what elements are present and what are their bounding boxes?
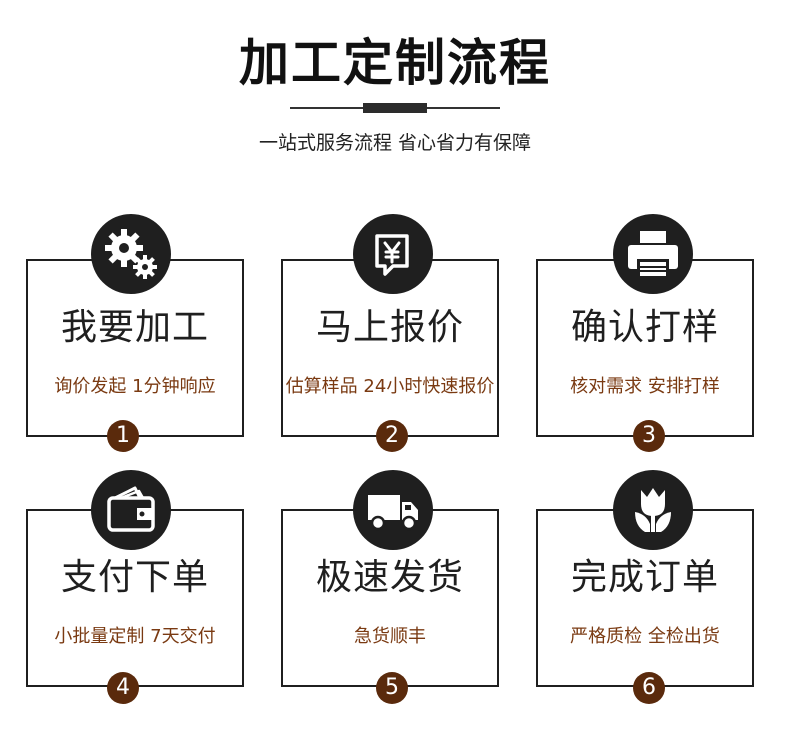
step-card-1: 我要加工 询价发起 1分钟响应	[26, 259, 244, 437]
step-number-badge-5: 5	[376, 672, 408, 704]
step-card-6: 完成订单 严格质检 全检出货	[536, 509, 754, 687]
step-title: 支付下单	[60, 557, 209, 598]
step-title: 我要加工	[60, 307, 209, 348]
wallet-icon	[91, 470, 171, 550]
printer-icon	[613, 214, 693, 294]
step-description: 估算样品 24小时快速报价	[285, 376, 495, 397]
step-description: 严格质检 全检出货	[570, 626, 720, 647]
step-description: 急货顺丰	[354, 626, 426, 647]
step-number-badge-2: 2	[376, 420, 408, 452]
step-number-badge-6: 6	[633, 672, 665, 704]
tulip-icon	[613, 470, 693, 550]
step-description: 询价发起 1分钟响应	[54, 376, 216, 397]
page-title: 加工定制流程	[239, 34, 551, 92]
step-number-badge-3: 3	[633, 420, 665, 452]
yen-document-icon	[353, 214, 433, 294]
delivery-truck-icon	[353, 470, 433, 550]
page-subtitle: 一站式服务流程 省心省力有保障	[258, 132, 532, 154]
gears-icon	[91, 214, 171, 294]
step-number-badge-1: 1	[107, 420, 139, 452]
step-description: 核对需求 安排打样	[570, 376, 720, 397]
step-title: 确认打样	[570, 307, 719, 348]
step-title: 马上报价	[315, 307, 464, 348]
title-divider-accent	[363, 103, 427, 113]
step-description: 小批量定制 7天交付	[54, 626, 216, 647]
step-title: 完成订单	[570, 557, 719, 598]
step-number-badge-4: 4	[107, 672, 139, 704]
step-title: 极速发货	[315, 557, 464, 598]
